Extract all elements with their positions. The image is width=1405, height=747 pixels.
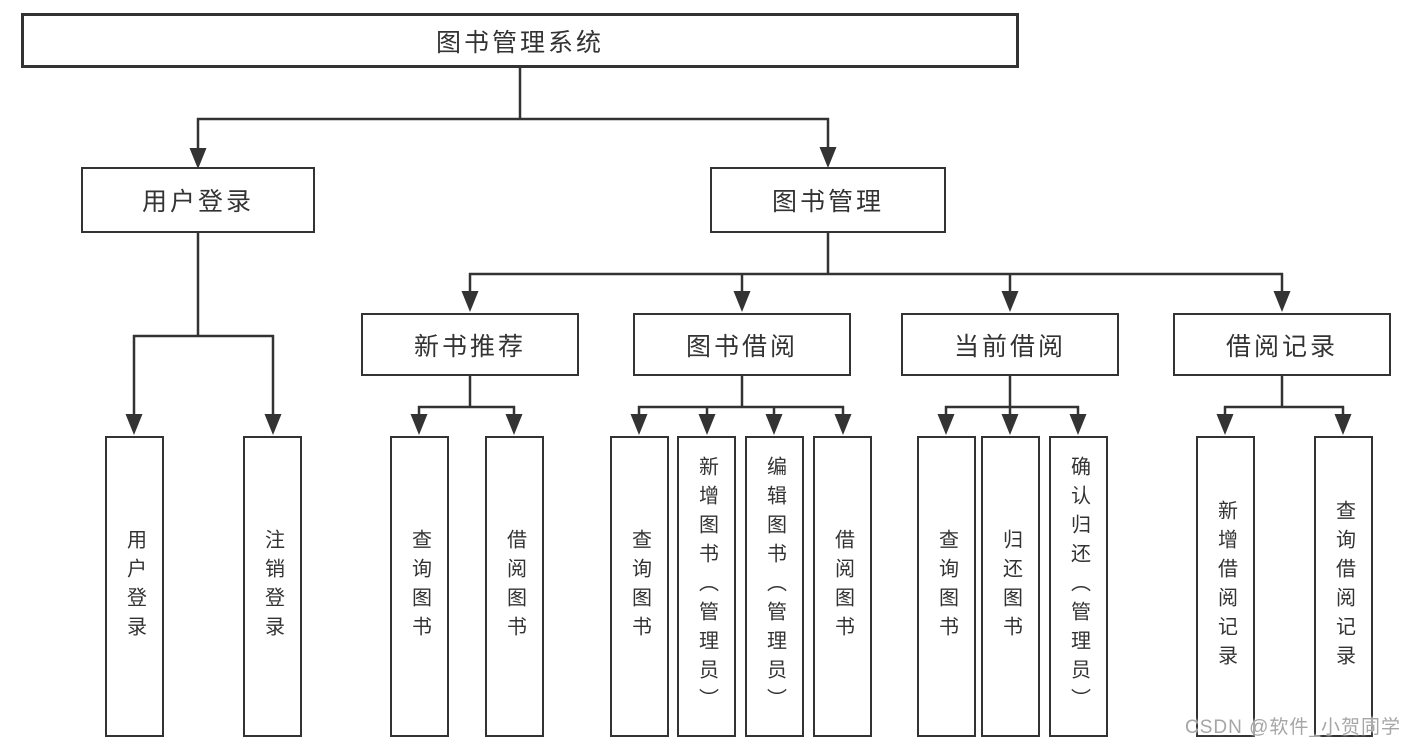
leaf-query-books-recommend: 查询图书 xyxy=(390,436,449,737)
node-book-borrowing: 图书借阅 xyxy=(633,313,851,376)
leaf-confirm-return-admin: 确认归还（管理员） xyxy=(1049,436,1108,737)
leaf-query-books-borrowing: 查询图书 xyxy=(610,436,669,737)
node-new-book-recommendation: 新书推荐 xyxy=(361,313,579,376)
leaf-confirm-return-admin-label: 确认归还（管理员） xyxy=(1067,456,1090,717)
leaf-add-book-admin-label: 新增图书（管理员） xyxy=(695,456,718,717)
leaf-return-book-label: 归还图书 xyxy=(999,528,1022,645)
leaf-user-login: 用户登录 xyxy=(105,436,164,737)
leaf-borrow-books-borrowing-label: 借阅图书 xyxy=(831,528,854,645)
node-current-borrowing: 当前借阅 xyxy=(901,313,1119,376)
leaf-query-books-borrowing-label: 查询图书 xyxy=(628,528,651,645)
node-user-login: 用户登录 xyxy=(81,167,315,233)
leaf-query-books-current-label: 查询图书 xyxy=(935,528,958,645)
leaf-query-borrow-record-label: 查询借阅记录 xyxy=(1332,499,1355,674)
leaf-edit-book-admin: 编辑图书（管理员） xyxy=(745,436,804,737)
leaf-borrow-books-recommend-label: 借阅图书 xyxy=(503,528,526,645)
leaf-user-login-label: 用户登录 xyxy=(123,528,146,645)
leaf-logout-label: 注销登录 xyxy=(261,528,284,645)
leaf-edit-book-admin-label: 编辑图书（管理员） xyxy=(763,456,786,717)
leaf-query-borrow-record: 查询借阅记录 xyxy=(1314,436,1373,737)
leaf-query-books-current: 查询图书 xyxy=(917,436,976,737)
leaf-borrow-books-recommend: 借阅图书 xyxy=(485,436,544,737)
node-library-management-system: 图书管理系统 xyxy=(21,13,1019,68)
csdn-watermark: CSDN @软件_小贺同学 xyxy=(1185,717,1401,738)
leaf-add-borrow-record-label: 新增借阅记录 xyxy=(1214,499,1237,674)
leaf-add-book-admin: 新增图书（管理员） xyxy=(677,436,736,737)
leaf-logout: 注销登录 xyxy=(243,436,302,737)
node-borrowing-records: 借阅记录 xyxy=(1173,313,1391,376)
leaf-add-borrow-record: 新增借阅记录 xyxy=(1196,436,1255,737)
leaf-query-books-recommend-label: 查询图书 xyxy=(408,528,431,645)
leaf-borrow-books-borrowing: 借阅图书 xyxy=(813,436,872,737)
leaf-return-book: 归还图书 xyxy=(981,436,1040,737)
node-book-management: 图书管理 xyxy=(710,167,946,233)
